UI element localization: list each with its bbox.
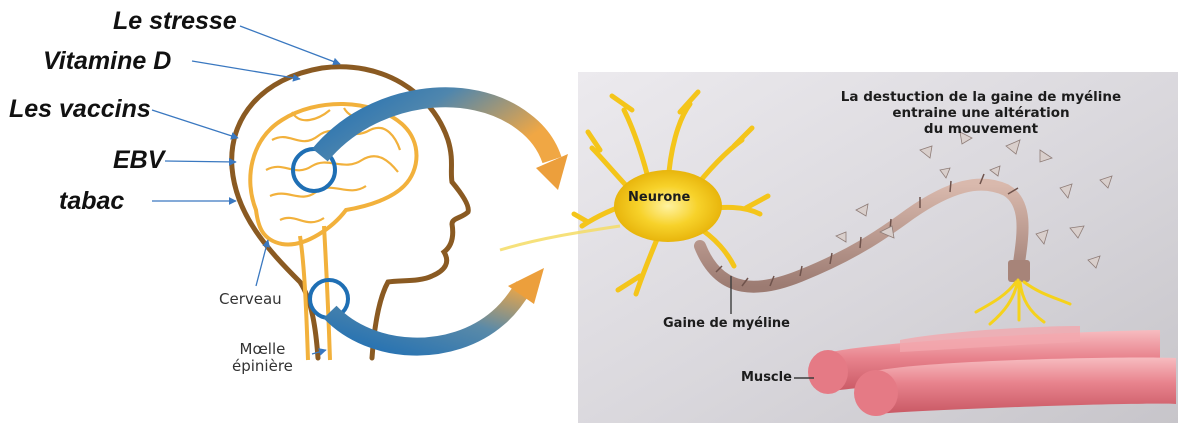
pointer-vitamine-d	[192, 61, 300, 79]
pointer-les-vaccins	[152, 110, 238, 138]
panel-title-line3: du mouvement	[786, 122, 1176, 138]
panel-title: La destuction de la gaine de myéline ent…	[786, 90, 1176, 138]
panel-title-line1: La destuction de la gaine de myéline	[786, 90, 1176, 106]
label-muscle: Muscle	[741, 370, 792, 385]
head-outline	[232, 67, 469, 358]
pointer-cerveau	[256, 240, 268, 286]
risk-factor-les-vaccins: Les vaccins	[9, 97, 151, 122]
neuron-soma	[614, 170, 722, 242]
pointer-le-stresse	[240, 26, 340, 64]
arrow-spine-to-neuron	[330, 286, 524, 347]
label-neurone: Neurone	[628, 190, 690, 205]
label-cerveau: Cerveau	[219, 291, 282, 308]
axon-terminal	[1008, 260, 1030, 282]
risk-factor-ebv: EBV	[113, 148, 164, 173]
label-moelle-line1: Mœlle	[232, 341, 293, 358]
risk-factor-tabac: tabac	[59, 189, 124, 214]
label-gaine-de-myeline: Gaine de myéline	[663, 316, 790, 331]
label-moelle-line2: épinière	[232, 358, 293, 375]
panel-title-line2: entraine une altération	[786, 106, 1176, 122]
risk-factor-vitamine-d: Vitamine D	[43, 49, 171, 74]
risk-factor-le-stresse: Le stresse	[113, 9, 237, 34]
pointer-ebv	[165, 161, 236, 162]
head-illustration	[232, 67, 469, 360]
label-moelle-epiniere: Mœlle épinière	[232, 341, 293, 376]
